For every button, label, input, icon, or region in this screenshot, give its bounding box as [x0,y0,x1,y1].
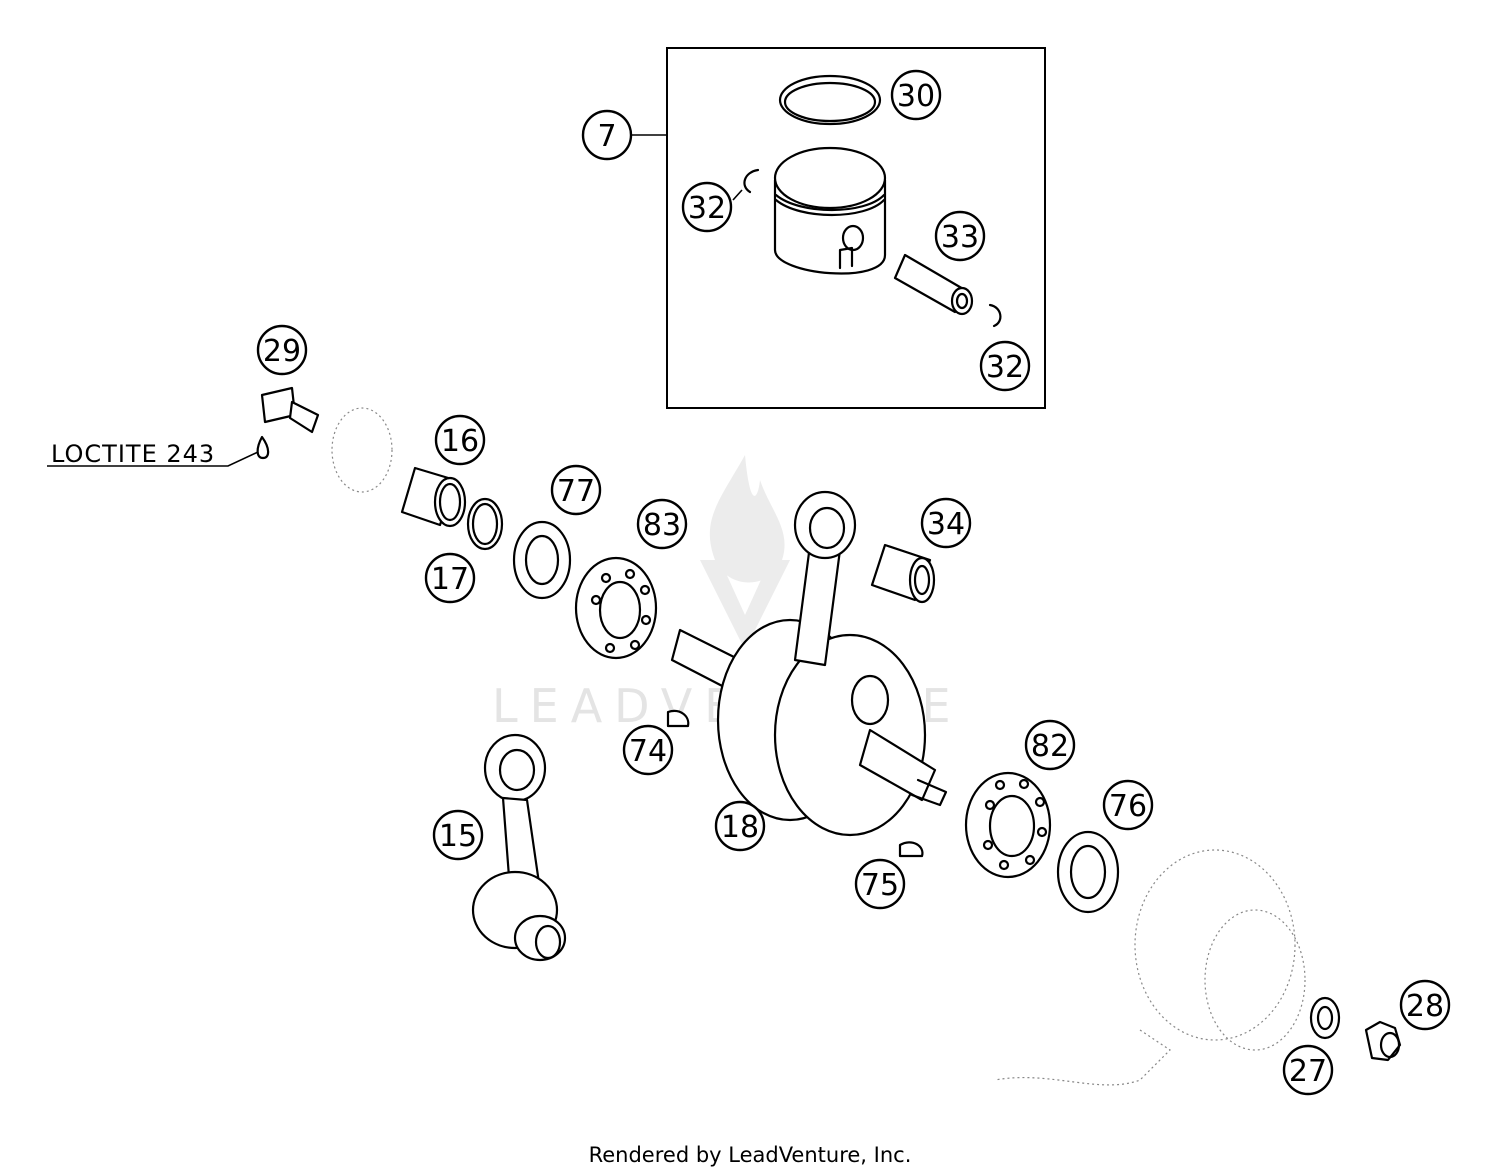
bearing-right [964,771,1052,879]
callout-34: 34 [920,497,972,549]
woodruff-key-74 [666,709,690,728]
svg-text:32: 32 [986,350,1024,385]
crankshaft [670,490,948,837]
shim-inner [471,502,499,546]
piston [773,146,887,275]
bolt-shank [288,400,320,434]
callout-76: 76 [1102,779,1154,831]
callout-30: 30 [890,69,942,121]
seal-ring-left [512,520,572,600]
svg-text:7: 7 [597,119,616,154]
ghost-ignition-rotor [994,849,1306,1086]
callout-15: 15 [432,809,484,861]
callout-75: 75 [854,858,906,910]
callout-29: 29 [256,324,308,376]
loctite-note: LOCTITE 243 [51,440,215,468]
callout-33: 33 [934,210,986,262]
svg-text:16: 16 [441,424,479,459]
svg-text:74: 74 [629,734,667,769]
callout-82: 82 [1024,719,1076,771]
bolt-group: LOCTITE 243 [47,386,393,493]
piston-kit-group [632,47,1046,409]
washer [1309,996,1341,1040]
svg-text:18: 18 [721,810,759,845]
svg-text:32: 32 [688,191,726,226]
svg-text:27: 27 [1289,1054,1327,1089]
circlip-left [743,168,760,194]
shim [466,497,504,551]
svg-text:82: 82 [1031,729,1069,764]
callout-27: 27 [1282,1044,1334,1096]
callout-77: 77 [550,464,602,516]
connecting-rod [471,733,567,962]
ghost-gear [331,407,393,493]
piston-pin [893,253,974,316]
piston-ring [778,74,882,126]
piston-kit-box [666,47,1046,409]
seal-ring-right [1056,830,1120,914]
svg-text:15: 15 [439,819,477,854]
callout-17: 17 [424,552,476,604]
callout-18: 18 [714,800,766,852]
watermark-v-icon [700,560,790,650]
svg-text:77: 77 [557,474,595,509]
callout-32-bottom: 32 [979,340,1031,392]
svg-text:30: 30 [897,79,935,114]
circlip-right [988,303,1002,328]
svg-text:76: 76 [1109,789,1147,824]
callout-83: 83 [636,498,688,550]
callout-28: 28 [1399,979,1451,1031]
svg-text:83: 83 [643,508,681,543]
piston-ring-inner [783,81,877,123]
callout-7: 7 [581,109,633,161]
svg-text:33: 33 [941,220,979,255]
svg-text:75: 75 [861,868,899,903]
needle-bearing [870,543,936,604]
loctite-drop-icon [256,435,270,460]
bearing-left [574,556,658,660]
callout-74: 74 [622,724,674,776]
watermark-flame-icon [709,455,785,583]
svg-text:29: 29 [263,334,301,369]
nut [1364,1020,1402,1062]
loctite-leader [47,451,259,467]
callout-16: 16 [434,414,486,466]
leader-32a [732,189,743,201]
svg-text:28: 28 [1406,989,1444,1024]
woodruff-key-75 [898,841,924,858]
bushing [400,466,467,528]
footer-credit: Rendered by LeadVenture, Inc. [589,1143,912,1167]
callout-32-top: 32 [681,181,733,233]
svg-text:17: 17 [431,562,469,597]
svg-text:34: 34 [927,507,965,542]
